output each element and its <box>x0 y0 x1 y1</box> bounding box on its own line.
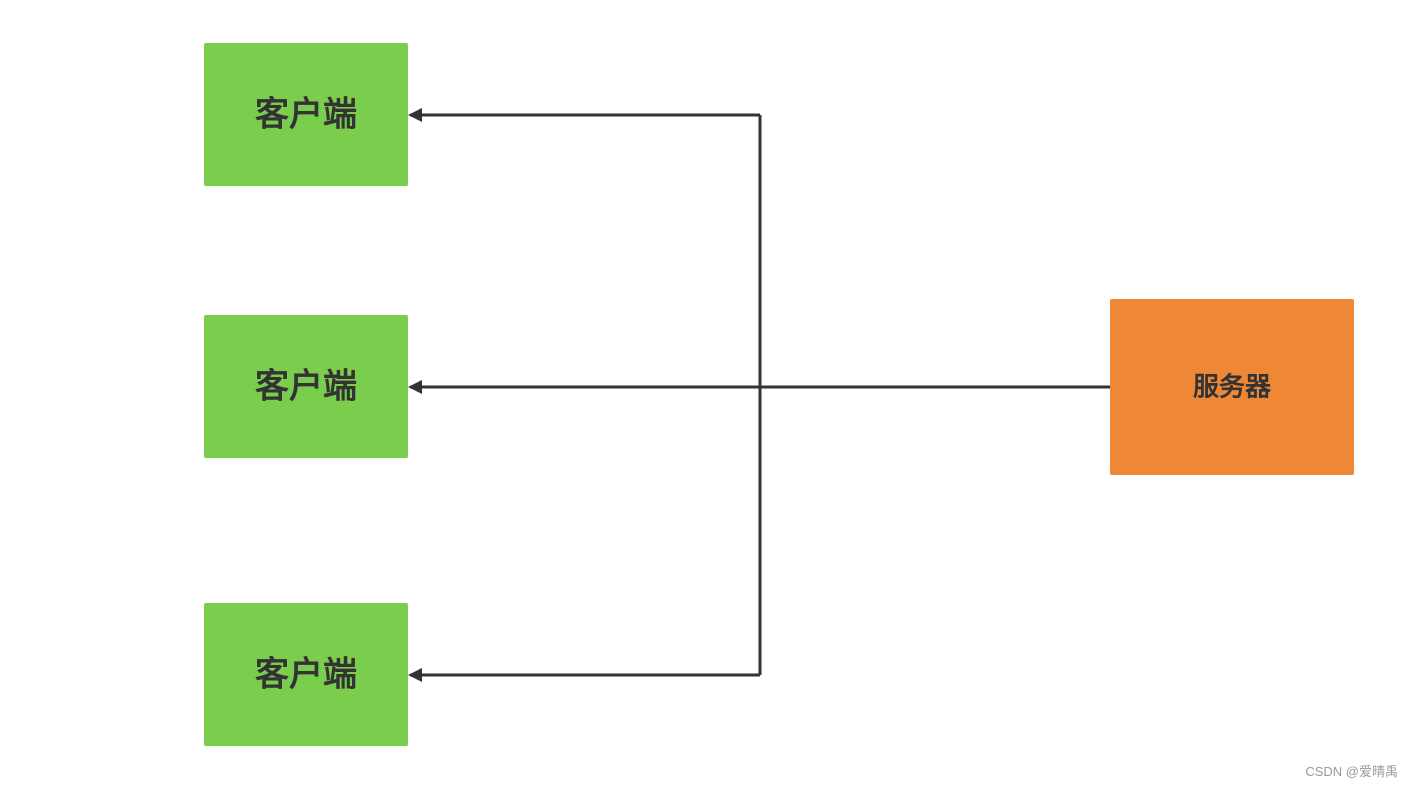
client-node-1-label: 客户端 <box>255 95 357 135</box>
client-node-3-label: 客户端 <box>255 655 357 695</box>
client-node-1-box <box>204 43 408 186</box>
client-node-2-label: 客户端 <box>255 367 357 407</box>
client-node-1[interactable]: 客户端 <box>204 43 408 186</box>
connector-lines <box>408 108 1110 682</box>
client-node-3[interactable]: 客户端 <box>204 603 408 746</box>
client-node-3-box <box>204 603 408 746</box>
client-node-2[interactable]: 客户端 <box>204 315 408 458</box>
client-node-2-box <box>204 315 408 458</box>
server-node[interactable]: 服务器 <box>1110 299 1354 475</box>
server-node-label: 服务器 <box>1193 373 1272 403</box>
watermark: CSDN @爱晴禹 <box>1305 764 1398 779</box>
server-node-box <box>1110 299 1354 475</box>
